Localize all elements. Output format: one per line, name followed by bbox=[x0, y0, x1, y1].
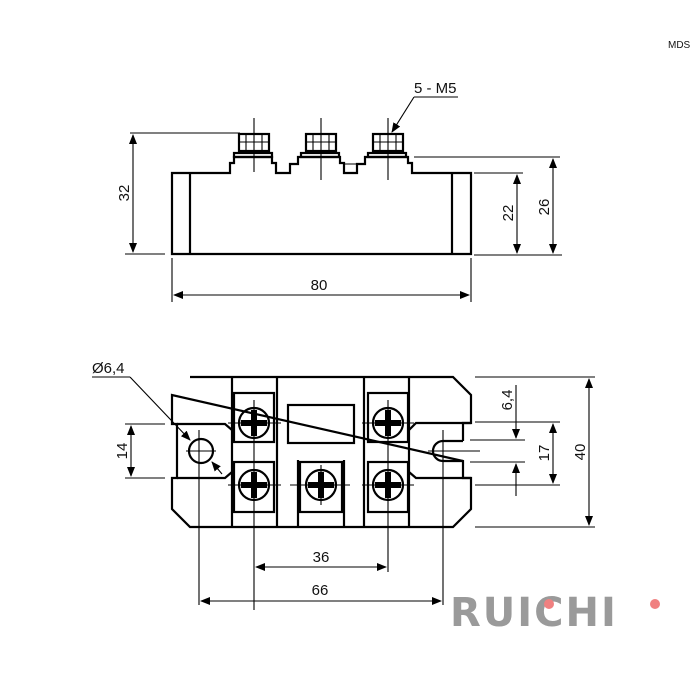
dim-36: 36 bbox=[313, 549, 330, 566]
side-nuts bbox=[232, 132, 408, 159]
dim-80: 80 bbox=[311, 277, 328, 294]
dim-6-4: 6,4 bbox=[499, 390, 516, 411]
dim-17: 17 bbox=[536, 445, 553, 462]
logo-text: RUICHI bbox=[450, 590, 618, 636]
corner-label: MDS bbox=[668, 40, 691, 51]
nut-icon bbox=[232, 132, 274, 159]
nut-icon bbox=[299, 132, 341, 159]
dim-40: 40 bbox=[572, 444, 589, 461]
brand-logo: RUICHI bbox=[450, 590, 618, 636]
dim-22: 22 bbox=[500, 205, 517, 222]
side-view: 5 - M5 32 22 26 80 bbox=[116, 80, 562, 302]
dim-26: 26 bbox=[536, 199, 553, 216]
dim-66: 66 bbox=[312, 582, 329, 599]
dim-14: 14 bbox=[114, 443, 131, 460]
dim-32: 32 bbox=[116, 185, 133, 202]
thread-note: 5 - M5 bbox=[414, 80, 457, 97]
top-view: Ø6,4 14 6,4 17 40 36 66 bbox=[92, 360, 595, 610]
dim-hole-diameter: Ø6,4 bbox=[92, 360, 125, 377]
label-window bbox=[286, 403, 356, 445]
nut-icon bbox=[366, 132, 408, 159]
